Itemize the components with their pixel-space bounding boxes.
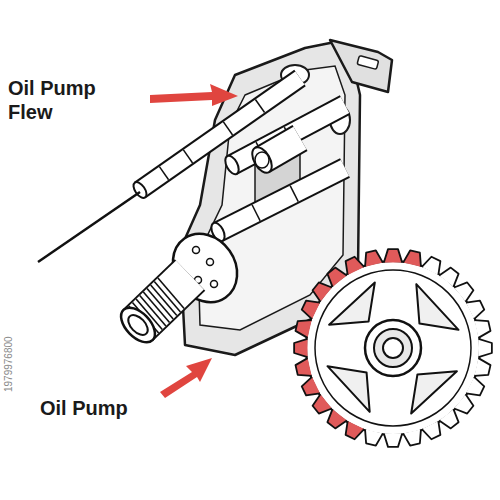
flange-hole [207, 259, 214, 266]
callout-arrow [160, 358, 212, 398]
part-label: Oil Pump [40, 396, 190, 420]
gear-tooth [466, 301, 484, 320]
gear-tooth [294, 339, 307, 357]
thread-line [147, 289, 173, 319]
gear-tooth [422, 257, 441, 275]
gear-tooth [422, 421, 441, 439]
thread-line [154, 282, 180, 312]
gear-tooth [346, 257, 365, 275]
gear-hub [383, 338, 403, 358]
shaft-band [255, 99, 264, 112]
shaft-band [159, 167, 168, 180]
gear-tooth [327, 268, 346, 287]
drive-gear [294, 249, 492, 447]
gear-tooth [384, 434, 402, 447]
gear-spoke-hole [327, 366, 369, 412]
gear-tooth [454, 394, 473, 413]
gear-tooth [466, 377, 484, 396]
gear-spoke-hole [416, 284, 458, 330]
gear-tooth [365, 429, 383, 445]
bracket-slot [357, 56, 379, 70]
gear-tooth [479, 339, 492, 357]
thread-line [151, 285, 177, 315]
gear-tooth [313, 394, 332, 413]
gear-tooth [384, 249, 402, 262]
gear-spoke-hole [411, 371, 457, 413]
fitting-bore [125, 311, 152, 338]
gear-tooth [302, 301, 320, 320]
shaft-body [218, 168, 345, 232]
part-label: Oil Pump Flew [8, 76, 128, 124]
gear-tooth [474, 358, 490, 376]
shaft-end [248, 144, 276, 176]
gear-hub [365, 320, 421, 376]
gear-hub [374, 329, 412, 367]
fitting-end [115, 302, 161, 349]
shaft-band [290, 186, 298, 202]
gear-tooth [454, 282, 473, 301]
gear-tooth [403, 429, 421, 445]
threaded-fitting [115, 221, 250, 348]
shaft-bore [255, 152, 269, 168]
shaft-band [223, 122, 232, 135]
gear-tooth [302, 377, 320, 396]
gear-spoke-hole [329, 282, 375, 324]
flange-hole [211, 281, 218, 288]
gear-tooth [474, 320, 490, 338]
shaft-band [183, 150, 192, 163]
gear-tooth [439, 409, 458, 428]
pump-shafts [131, 78, 345, 243]
shaft-body [140, 78, 300, 190]
shaft-end [223, 154, 242, 177]
callout-arrow [150, 84, 238, 106]
gear-tooth [365, 250, 383, 266]
shaft-outline [140, 78, 300, 190]
gear-body [306, 261, 480, 435]
dipstick-rod [38, 192, 140, 262]
shaft-band [252, 205, 260, 221]
gear-tooth [313, 282, 332, 301]
gear-tooth [403, 250, 421, 266]
shaft-outline [218, 168, 345, 232]
gear-rim [315, 270, 471, 426]
gear-tooth [346, 421, 365, 439]
gear-tooth [327, 409, 346, 428]
thread-line [158, 278, 184, 308]
stock-number: 1979976800 [3, 336, 14, 392]
gear-tooth [439, 268, 458, 287]
gear-tooth [295, 358, 311, 376]
gear-tooth [295, 320, 311, 338]
mount-bracket [330, 40, 392, 92]
flange-hole [193, 247, 200, 254]
